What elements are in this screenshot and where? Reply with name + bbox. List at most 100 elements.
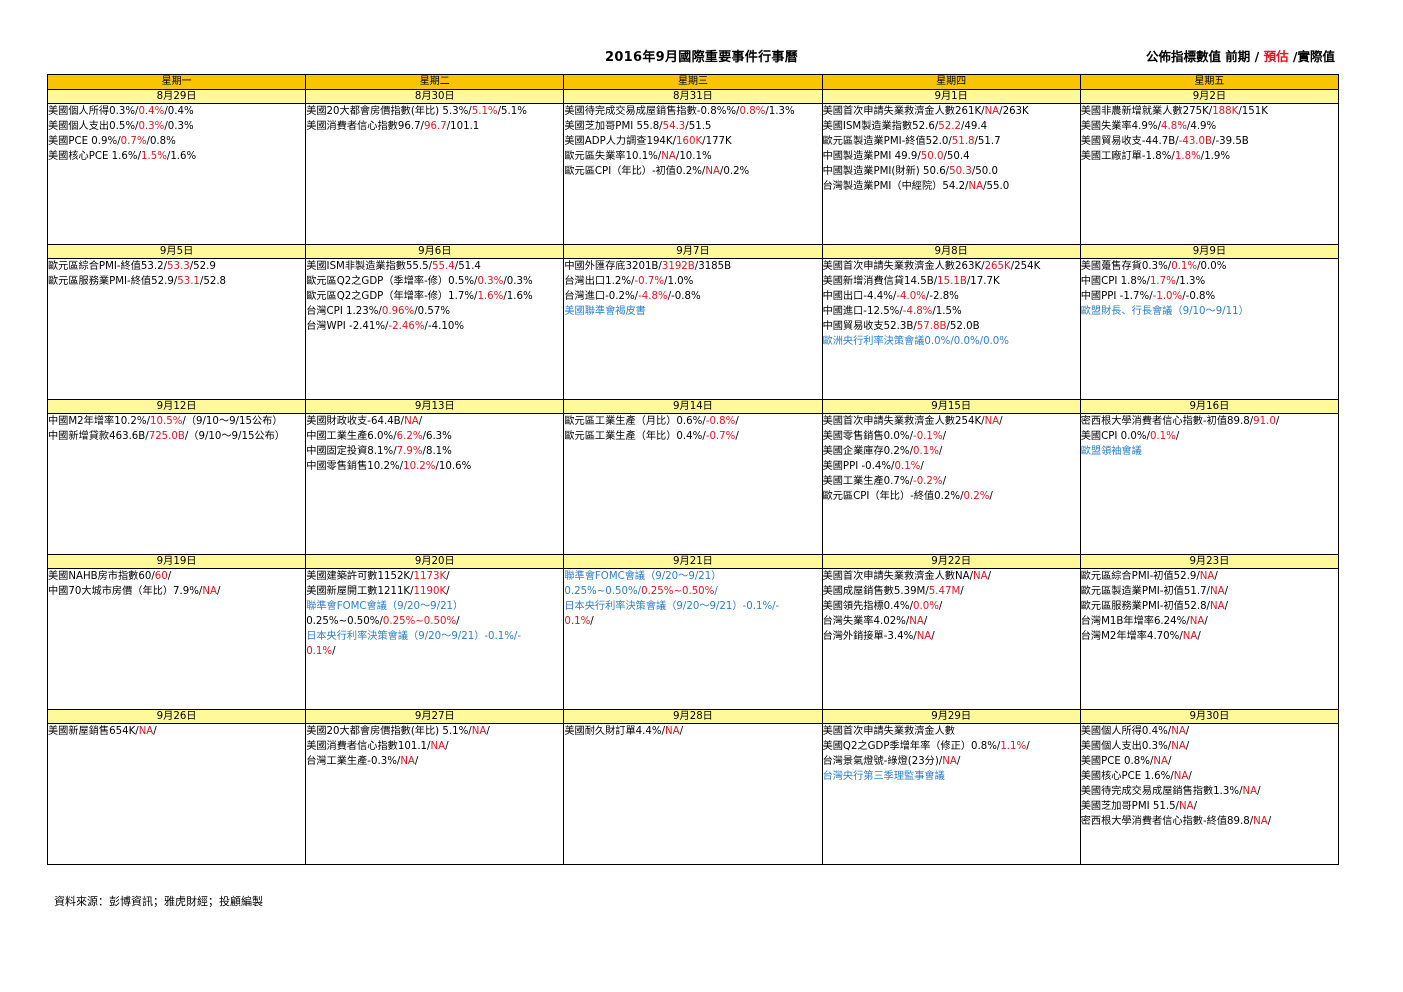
- event-text: 美國首次申請失業救濟金人數263K/: [822, 261, 985, 272]
- event-line: 美國成屋銷售數5.39M/5.47M/: [823, 584, 1080, 599]
- event-text: 歐元區Q2之GDP（季增率-修）0.5%/: [306, 276, 478, 287]
- event-text: 歐元區失業率10.1%/: [564, 151, 662, 162]
- day-events-cell: 美國個人所得0.4%/NA/美國個人支出0.3%/NA/美國PCE 0.8%/N…: [1079, 723, 1340, 865]
- event-text: /-39.5B: [1212, 136, 1249, 147]
- event-line: 中國進口-12.5%/-4.8%/1.5%: [823, 304, 1080, 319]
- date-cell: 9月20日: [305, 554, 565, 569]
- date-cell: 9月2日: [1079, 89, 1340, 104]
- event-line: 歐洲央行利率決策會議0.0%/0.0%/0.0%: [823, 334, 1080, 349]
- event-line: 美國新增消費信貸14.5B/15.1B/17.7K: [823, 274, 1080, 289]
- event-line: 中國外匯存底3201B/3192B/3185B: [564, 259, 821, 274]
- event-note: 美國聯準會褐皮書: [564, 306, 646, 317]
- event-text: 美國成屋銷售數5.39M/: [822, 586, 929, 597]
- event-text: /: [1026, 741, 1030, 752]
- forecast-value: NA: [661, 151, 676, 162]
- event-text: 美國ADP人力調查194K/: [564, 136, 677, 147]
- event-text: 美國失業率4.9%/: [1080, 121, 1162, 132]
- event-line: 美國工業生產0.7%/-0.2%/: [823, 474, 1080, 489]
- event-line: 台灣工業生產-0.3%/NA/: [306, 754, 563, 769]
- forecast-value: NA: [909, 616, 924, 627]
- event-text: /: [938, 446, 943, 457]
- event-line: 中國70大城市房價（年比）7.9%/NA/: [48, 584, 305, 599]
- event-text: /: [1204, 616, 1208, 627]
- forecast-value: 0.1%: [913, 446, 939, 457]
- forecast-value: 7.9%: [396, 446, 423, 457]
- event-line: 日本央行利率決策會議（9/20～9/21）-0.1%/-: [306, 629, 563, 644]
- event-line: 美國建築許可數1152K/1173K/: [306, 569, 563, 584]
- forecast-value: NA: [404, 416, 419, 427]
- forecast-value: -0.1%: [913, 431, 943, 442]
- date-cell: 9月16日: [1079, 399, 1340, 414]
- event-line: 美國20大都會房價指數(年比) 5.3%/5.1%/5.1%: [306, 104, 563, 119]
- event-text: /: [1175, 431, 1180, 442]
- event-line: 美國耐久財訂單4.4%/NA/: [564, 724, 821, 739]
- event-line: 台灣進口-0.2%/-4.8%/-0.8%: [564, 289, 821, 304]
- event-text: 中國貿易收支52.3B/: [822, 321, 917, 332]
- event-text: /（9/10～9/15公布）: [182, 416, 283, 427]
- forecast-value: NA: [1171, 726, 1186, 737]
- event-line: 歐元區製造業PMI-終值52.0/51.8/51.7: [823, 134, 1080, 149]
- event-text: /: [1193, 801, 1198, 812]
- event-line: 歐元區服務業PMI-終值52.9/53.1/52.8: [48, 274, 305, 289]
- date-cell: 9月30日: [1079, 709, 1340, 724]
- event-text: /177K: [702, 136, 732, 147]
- event-line: 美國待完成交易成屋銷售指數-0.8%%/0.8%/1.3%: [564, 104, 821, 119]
- event-text: /52.9: [189, 261, 216, 272]
- event-text: /0.3%: [164, 121, 194, 132]
- event-text: /50.4: [943, 151, 970, 162]
- event-line: 歐元區CPI（年比）-終值0.2%/0.2%/: [823, 489, 1080, 504]
- event-line: 美國核心PCE 1.6%/NA/: [1081, 769, 1338, 784]
- event-text: /0.0%: [1197, 261, 1227, 272]
- day-events-cell: 美國首次申請失業救濟金人數254K/NA/美國零售銷售0.0%/-0.1%/美國…: [821, 413, 1081, 555]
- event-line: 中國零售銷售10.2%/10.2%/10.6%: [306, 459, 563, 474]
- event-text: /: [999, 416, 1003, 427]
- legend-actual: /實際值: [1288, 49, 1335, 64]
- event-text: 中國M2年增率10.2%/: [48, 416, 151, 427]
- event-text: 中國PPI -1.7%/: [1080, 291, 1153, 302]
- event-line: 美國Q2之GDP季增年率（修正）0.8%/1.1%/: [823, 739, 1080, 754]
- event-text: 台灣M2年增率4.70%/: [1080, 631, 1183, 642]
- date-cell: 9月6日: [305, 244, 565, 259]
- event-line: 美國芝加哥PMI 51.5/NA/: [1081, 799, 1338, 814]
- event-text: 美國首次申請失業救濟金人數: [822, 726, 955, 737]
- event-text: 美國個人支出0.3%/: [1080, 741, 1172, 752]
- weekday-header: 星期三: [563, 74, 823, 90]
- event-text: 美國Q2之GDP季增年率（修正）0.8%/: [822, 741, 1001, 752]
- event-text: /0.3%: [503, 276, 533, 287]
- day-events-cell: 美國個人所得0.3%/0.4%/0.4%美國個人支出0.5%/0.3%/0.3%…: [46, 103, 307, 245]
- date-cell: 9月22日: [821, 554, 1081, 569]
- forecast-value: -0.2%: [913, 476, 943, 487]
- event-line: 美國財政收支-64.4B/NA/: [306, 414, 563, 429]
- event-text: /: [956, 756, 961, 767]
- date-cell: 9月7日: [563, 244, 823, 259]
- event-line: 中國PPI -1.7%/-1.0%/-0.8%: [1081, 289, 1338, 304]
- event-text: /: [456, 616, 460, 627]
- event-line: 歐元區Q2之GDP（年增率-修）1.7%/1.6%/1.6%: [306, 289, 563, 304]
- event-line: 歐元區服務業PMI-初值52.8/NA/: [1081, 599, 1338, 614]
- event-text: 美國個人所得0.3%/: [48, 106, 139, 117]
- forecast-value: NA: [973, 571, 988, 582]
- date-cell: 8月29日: [46, 89, 307, 104]
- event-text: /-2.8%: [925, 291, 959, 302]
- event-text: /1.3%: [1175, 276, 1206, 287]
- forecast-value: 0.25%~0.50%: [641, 586, 715, 597]
- event-text: 中國70大城市房價（年比）7.9%/: [48, 586, 203, 597]
- event-text: 美國新屋開工數1211K/: [306, 586, 414, 597]
- day-events-cell: 中國M2年增率10.2%/10.5%/（9/10～9/15公布）中國新增貸款46…: [46, 413, 307, 555]
- event-text: 歐元區CPI（年比）-終值0.2%/: [822, 491, 964, 502]
- event-line: 中國貿易收支52.3B/57.8B/52.0B: [823, 319, 1080, 334]
- event-line: 美國CPI 0.0%/0.1%/: [1081, 429, 1338, 444]
- date-cell: 9月1日: [821, 89, 1081, 104]
- event-line: 歐盟財長、行長會議（9/10～9/11）: [1081, 304, 1338, 319]
- day-events-cell: 美國新屋銷售654K/NA/: [46, 723, 307, 865]
- event-text: /: [1185, 726, 1190, 737]
- date-cell: 9月27日: [305, 709, 565, 724]
- event-text: /49.4: [960, 121, 988, 132]
- event-text: /10.6%: [435, 461, 472, 472]
- event-text: /: [1224, 586, 1229, 597]
- forecast-value: NA: [400, 756, 415, 767]
- event-text: 歐元區綜合PMI-終值53.2/: [48, 261, 168, 272]
- forecast-value: 1.8%: [1174, 151, 1201, 162]
- event-text: 中國出口-4.4%/: [822, 291, 897, 302]
- event-line: 密西根大學消費者信心指數-初值89.8/91.0/: [1081, 414, 1338, 429]
